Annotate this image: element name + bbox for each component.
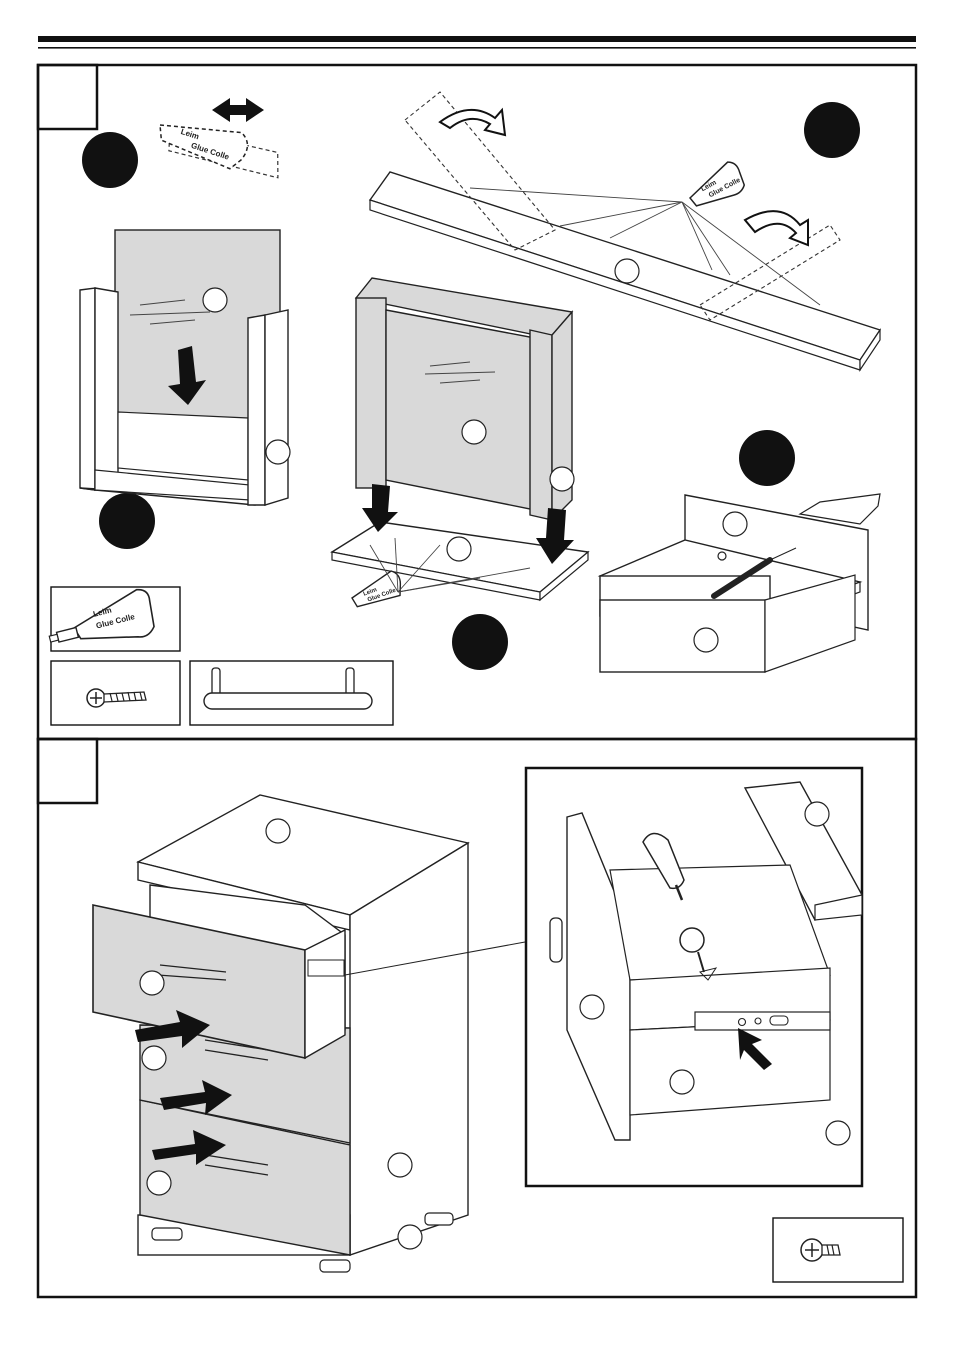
carcass-on-base-illustration: Leim Glue Colle bbox=[330, 277, 590, 608]
sub-step-marker bbox=[452, 614, 508, 670]
header-rule-thin bbox=[38, 47, 916, 49]
screw-icon bbox=[86, 688, 147, 708]
rotate-arrow-icon bbox=[743, 210, 809, 247]
carcass-back-panel-illustration bbox=[79, 229, 291, 506]
glue-tube-icon: Leim Glue Colle bbox=[159, 124, 249, 170]
push-arrow-icon bbox=[135, 1010, 210, 1048]
down-arrow-icon bbox=[168, 346, 206, 405]
screwdriver-icon bbox=[642, 832, 685, 901]
sub-step-marker bbox=[739, 430, 795, 486]
drawer-handle-icon bbox=[203, 667, 373, 710]
screw-head-icon bbox=[679, 927, 705, 953]
cabinet-drawer-insertion-illustration bbox=[92, 794, 526, 1273]
glue-tube-icon: Leim Glue Colle bbox=[688, 161, 746, 207]
glue-tube-icon: Leim Glue Colle bbox=[42, 586, 159, 660]
step-panel-bottom bbox=[36, 737, 918, 1299]
svg-text:Leim: Leim bbox=[92, 606, 112, 619]
down-arrow-icon bbox=[536, 508, 574, 564]
svg-text:Leim: Leim bbox=[363, 587, 378, 597]
sub-step-marker bbox=[804, 102, 860, 158]
runner-screw-detail-illustration bbox=[549, 781, 863, 1146]
step-number-box-1 bbox=[36, 63, 99, 131]
push-arrow-icon bbox=[152, 1130, 226, 1165]
screw-icon bbox=[800, 1238, 841, 1262]
sub-step-marker bbox=[99, 493, 155, 549]
sub-step-marker bbox=[82, 132, 138, 188]
pointer-arrow-icon bbox=[738, 1028, 772, 1070]
glue-spread-illustration: Leim Glue Colle bbox=[159, 98, 279, 179]
push-arrow-icon bbox=[160, 1080, 232, 1115]
rotate-arrow-icon bbox=[438, 107, 507, 137]
step-number-box-2 bbox=[36, 737, 99, 805]
rail-glue-illustration: Leim Glue Colle bbox=[368, 91, 882, 372]
double-arrow-icon bbox=[212, 98, 264, 122]
drawer-handle-mounting-illustration bbox=[597, 493, 881, 673]
down-arrow-icon bbox=[362, 484, 398, 532]
header-rule-thick bbox=[38, 36, 916, 42]
